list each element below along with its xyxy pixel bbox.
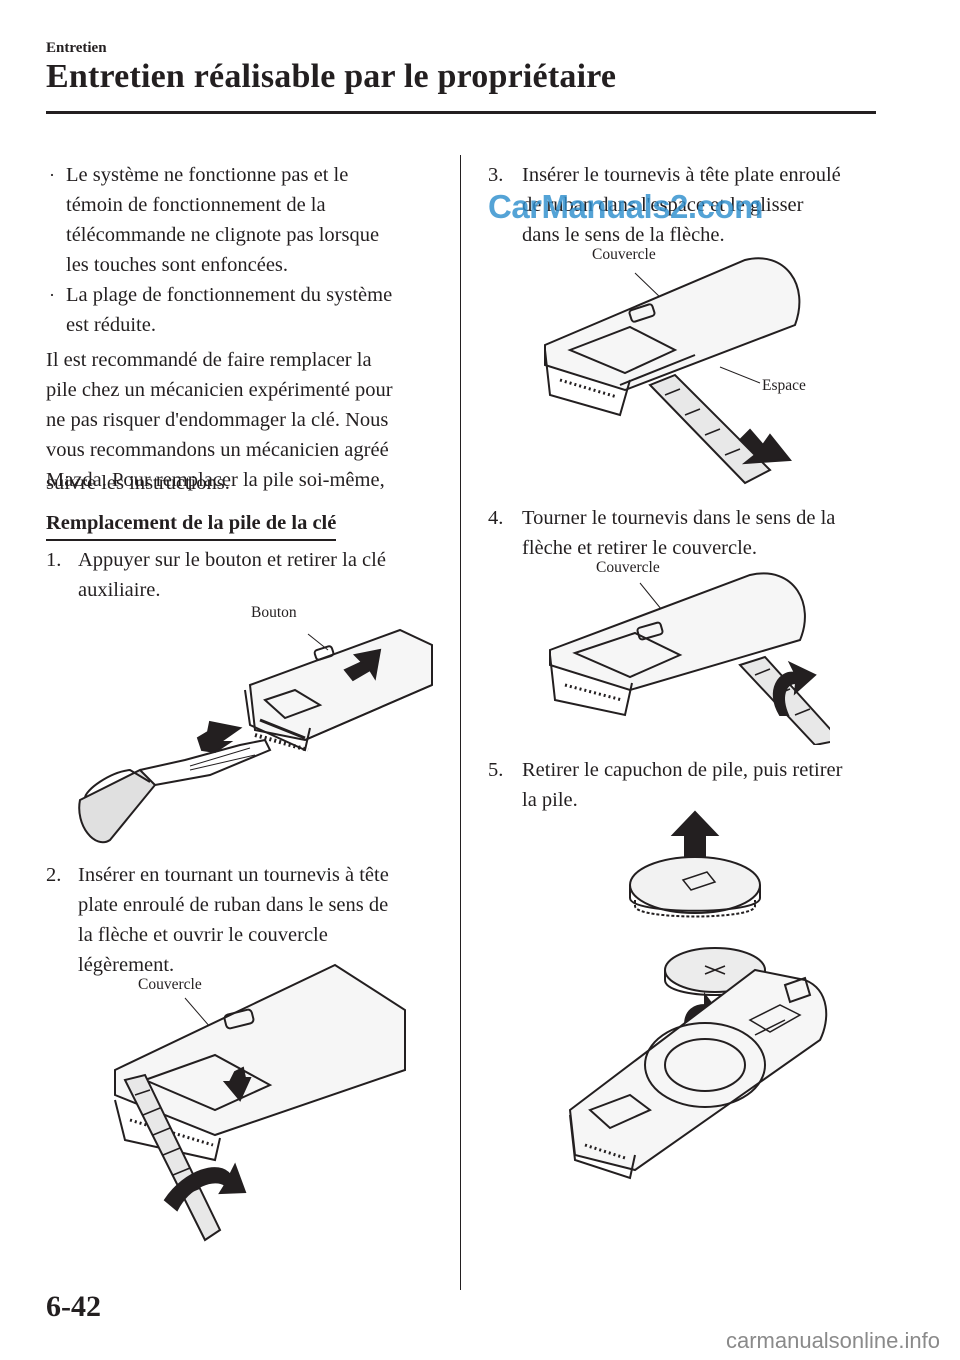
step-text: plate enroulé de ruban dans le sens de — [78, 894, 389, 916]
step-number: 4. — [488, 507, 504, 529]
pull-arrow-icon — [196, 720, 243, 754]
title-rule — [46, 111, 876, 114]
rotate-arrow-icon — [772, 660, 817, 716]
step-text: la flèche et ouvrir le couvercle — [78, 924, 328, 946]
figure-label-bouton: Bouton — [251, 604, 297, 621]
rotate-arrow-icon — [163, 1162, 247, 1212]
figure-label-couvercle: Couvercle — [596, 559, 660, 576]
figure-label-couvercle: Couvercle — [592, 246, 656, 263]
column-divider — [460, 155, 461, 1290]
paragraph-line: Mazda. Pour remplacer la pile soi-même, — [46, 469, 385, 491]
section-subheading: Remplacement de la pile de la clé — [46, 508, 337, 541]
battery-removal-illustration — [568, 810, 828, 1180]
bullet-line: Le système ne fonctionne pas et le — [66, 164, 349, 186]
down-arrow-icon — [222, 1066, 252, 1102]
diagonal-arrow-icon — [738, 428, 792, 465]
paragraph-line: suivre les instructions. — [46, 472, 230, 494]
bullet-line: La plage de fonctionnement du système — [66, 284, 393, 306]
gap-insert-illustration — [544, 257, 801, 485]
footer-site: carmanualsonline.info — [725, 1328, 940, 1353]
cover-remove-illustration — [549, 572, 830, 745]
bullet-line: est réduite. — [66, 314, 156, 336]
step-text: Tourner le tournevis dans le sens de la — [522, 507, 836, 529]
step-text: légèrement. — [78, 954, 175, 976]
paragraph-line: Il est recommandé de faire remplacer la — [46, 349, 372, 371]
paragraph-line: vous recommandons un mécanicien agréé — [46, 439, 389, 461]
watermark: CarManuals2.com — [488, 188, 763, 225]
step-number: 5. — [488, 759, 504, 781]
cover-pry-illustration — [114, 963, 406, 1242]
bullet-line: les touches sont enfoncées. — [66, 254, 289, 276]
step-text: Retirer le capuchon de pile, puis retire… — [522, 759, 843, 781]
step-text: Insérer le tournevis à tête plate enroul… — [522, 164, 841, 186]
section-label: Entretien — [46, 40, 107, 56]
step-text: Appuyer sur le bouton et retirer la clé — [78, 549, 386, 571]
bullet-dot: · — [49, 285, 55, 305]
step-text: flèche et retirer le couvercle. — [522, 537, 758, 559]
paragraph-line: pile chez un mécanicien expérimenté pour — [46, 379, 393, 401]
bullet-line: témoin de fonctionnement de la — [66, 194, 326, 216]
step-text: dans le sens de la flèche. — [522, 224, 725, 246]
figure-label-couvercle: Couvercle — [138, 976, 202, 993]
step-text: auxiliaire. — [78, 579, 161, 601]
step-text: Insérer en tournant un tournevis à tête — [78, 864, 389, 886]
push-arrow-icon — [343, 648, 382, 682]
paragraph-line: ne pas risquer d'endommager la clé. Nous — [46, 409, 389, 431]
bullet-dot: · — [49, 165, 55, 185]
step-number: 3. — [488, 164, 504, 186]
step-number: 1. — [46, 549, 62, 571]
key-release-illustration — [78, 628, 433, 844]
step-number: 2. — [46, 864, 62, 886]
bullet-line: télécommande ne clignote pas lorsque — [66, 224, 380, 246]
step-text: de ruban dans l'espace et le glisser — [522, 194, 804, 216]
page-title: Entretien réalisable par le propriétaire — [46, 58, 617, 95]
figure-label-espace: Espace — [762, 377, 806, 394]
step-text: la pile. — [522, 789, 578, 811]
page-number: 6-42 — [46, 1290, 101, 1323]
